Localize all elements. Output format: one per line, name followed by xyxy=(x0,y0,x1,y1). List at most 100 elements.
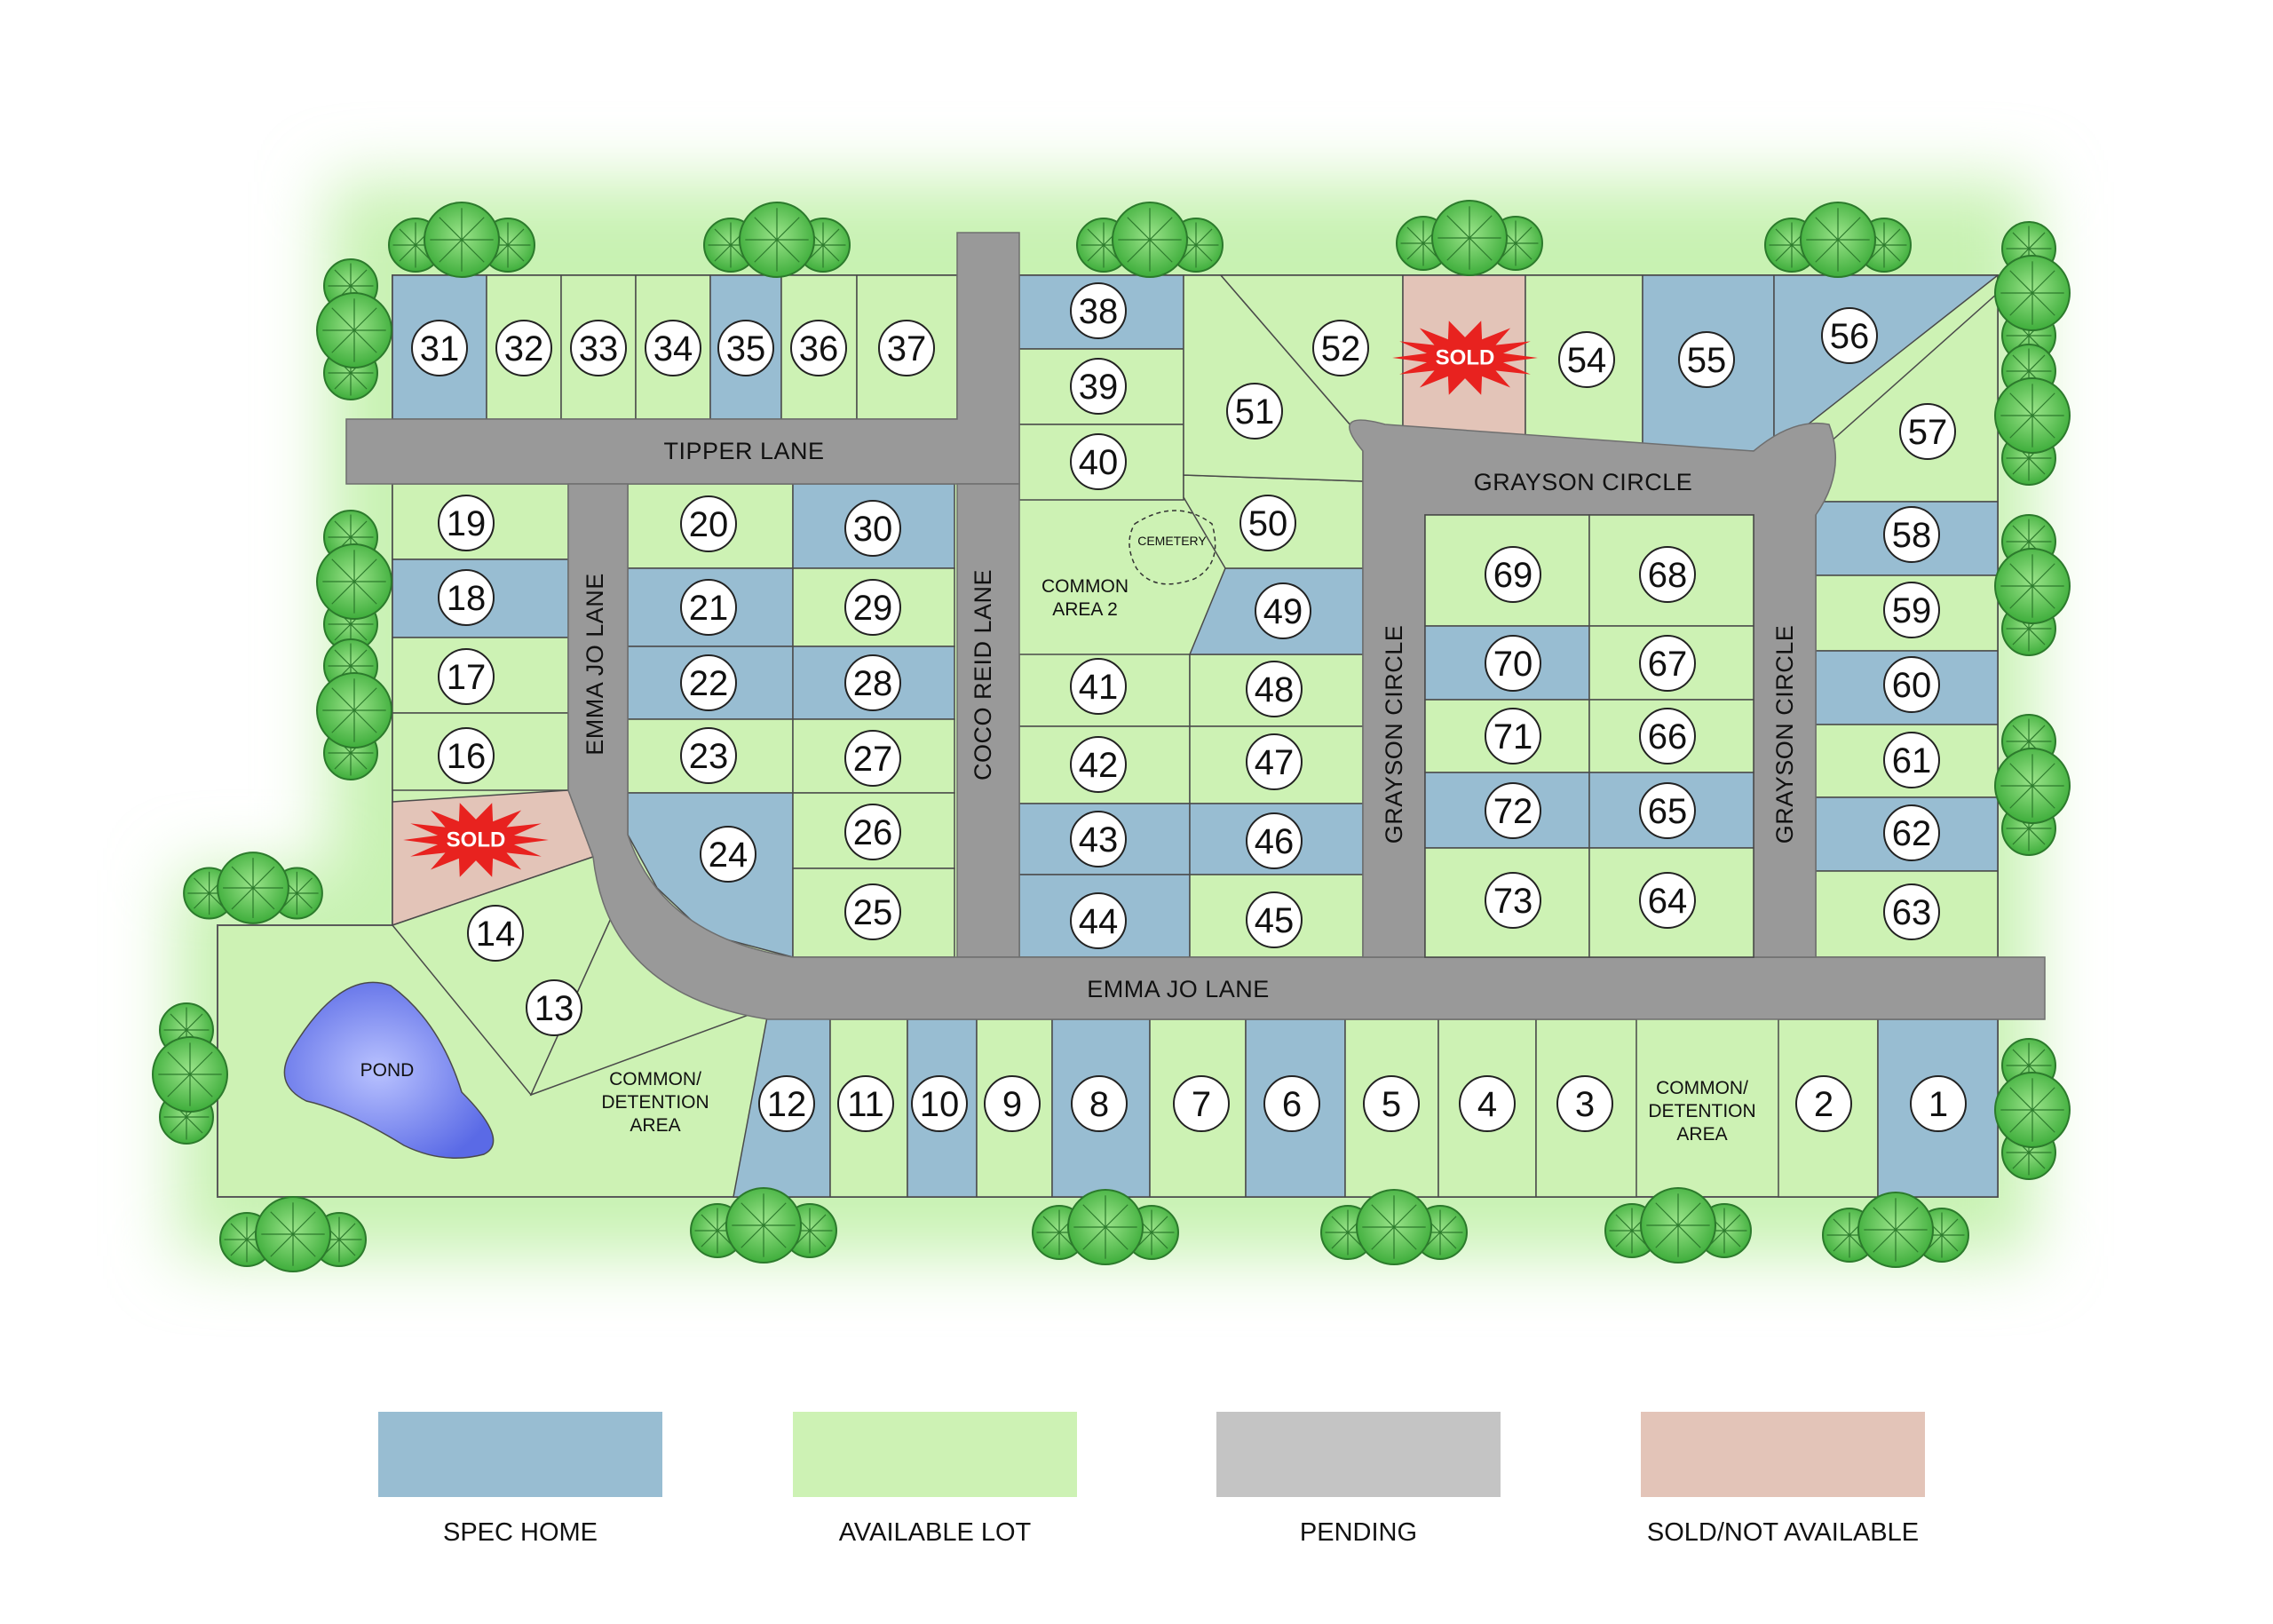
lot-39-number: 39 xyxy=(1079,368,1119,407)
lot-18-number: 18 xyxy=(447,579,487,618)
lot-51-number: 51 xyxy=(1235,392,1275,432)
tree-icon xyxy=(255,1196,331,1272)
lot-31-marker xyxy=(411,320,468,376)
lot-30-marker xyxy=(844,500,901,557)
street-label-emma-jo-lane: EMMA JO LANE xyxy=(1087,976,1270,1002)
legend-label-available-lot: AVAILABLE LOT xyxy=(838,1518,1032,1547)
lot-42-marker xyxy=(1070,736,1127,793)
street-label-grayson-circle-right: GRAYSON CIRCLE xyxy=(1771,625,1798,844)
lot-55-marker xyxy=(1678,331,1735,388)
lot-32-number: 32 xyxy=(504,329,544,368)
lot-45-marker xyxy=(1246,891,1303,948)
lot-22-number: 22 xyxy=(689,664,729,703)
lot-70-number: 70 xyxy=(1493,645,1533,684)
lot-48-marker xyxy=(1246,661,1303,717)
lot-19-marker xyxy=(438,495,495,551)
legend-label-spec-home: SPEC HOME xyxy=(442,1518,598,1547)
lot-54-marker xyxy=(1558,331,1615,388)
legend-swatch-pending xyxy=(1216,1412,1501,1497)
lot-58-number: 58 xyxy=(1892,516,1932,555)
legend-spec-home: SPEC HOME xyxy=(378,1412,662,1548)
tree-icon xyxy=(1994,377,2071,454)
lot-9-marker xyxy=(984,1075,1041,1132)
legend-swatch-sold xyxy=(1641,1412,1925,1497)
tree-icon xyxy=(1431,200,1508,276)
lot-61-marker xyxy=(1883,732,1940,788)
label-detention-area-left-line-2: DETENTION xyxy=(601,1092,709,1113)
lot-27-marker xyxy=(844,730,901,787)
lot-10-number: 10 xyxy=(920,1085,960,1124)
lot-56-number: 56 xyxy=(1830,317,1870,356)
lot-68-marker xyxy=(1639,546,1696,603)
lot-41-marker xyxy=(1070,658,1127,715)
lot-6-number: 6 xyxy=(1282,1085,1302,1124)
lot-16-marker xyxy=(438,727,495,784)
lot-12-number: 12 xyxy=(767,1085,807,1124)
lot-9-number: 9 xyxy=(1002,1085,1022,1124)
legend-swatch-spec-home xyxy=(378,1412,662,1497)
lot-10-marker xyxy=(911,1075,968,1132)
label-detention-area-right-line-2: DETENTION xyxy=(1648,1101,1755,1121)
tree-icon xyxy=(1800,202,1876,278)
tree-icon xyxy=(1994,748,2071,824)
lot-64-number: 64 xyxy=(1648,882,1688,921)
street-label-grayson-circle-left: GRAYSON CIRCLE xyxy=(1381,625,1407,844)
lot-37-number: 37 xyxy=(887,329,927,368)
pond xyxy=(283,981,495,1159)
lot-51-marker xyxy=(1226,383,1283,440)
lot-6-marker xyxy=(1263,1075,1320,1132)
tree-icon xyxy=(1067,1189,1144,1265)
lot-7-marker xyxy=(1173,1075,1230,1132)
lot-12-marker xyxy=(758,1075,815,1132)
legend-swatch-available-lot xyxy=(793,1412,1077,1497)
lot-3-number: 3 xyxy=(1575,1085,1595,1124)
lot-3-marker xyxy=(1556,1075,1613,1132)
lot-49-number: 49 xyxy=(1263,592,1303,631)
tree-icon xyxy=(316,543,392,620)
lot-13-marker xyxy=(526,979,582,1036)
lot-46-marker xyxy=(1246,812,1303,869)
lot-41-number: 41 xyxy=(1079,668,1119,707)
lot-29-number: 29 xyxy=(853,589,893,628)
lot-29-marker xyxy=(844,579,901,636)
street-label-coco-reid-lane: COCO REID LANE xyxy=(970,569,996,780)
label-common-area-2-line-2: AREA 2 xyxy=(1052,599,1118,620)
tree-icon xyxy=(1640,1187,1716,1264)
label-detention-area-left-line-3: AREA xyxy=(630,1115,680,1136)
lot-18-marker xyxy=(438,569,495,626)
label-detention-area-right-line-1: COMMON/ xyxy=(1656,1078,1748,1098)
lot-61-number: 61 xyxy=(1892,741,1932,780)
lot-26-marker xyxy=(844,804,901,860)
tree-icon xyxy=(1857,1192,1934,1268)
lot-46-number: 46 xyxy=(1255,822,1295,861)
legend-label-pending: PENDING xyxy=(1299,1518,1418,1547)
lot-8-number: 8 xyxy=(1089,1085,1109,1124)
lot-28-number: 28 xyxy=(853,664,893,703)
lot-71-number: 71 xyxy=(1493,717,1533,757)
tree-icon xyxy=(1994,548,2071,624)
lot-39-marker xyxy=(1070,358,1127,415)
lot-68-number: 68 xyxy=(1648,556,1688,595)
lot-65-marker xyxy=(1639,782,1696,839)
lot-66-number: 66 xyxy=(1648,717,1688,757)
lot-14-number: 14 xyxy=(476,915,516,954)
lot-37-marker xyxy=(878,320,935,376)
lot-62-number: 62 xyxy=(1892,814,1932,853)
lot-25-number: 25 xyxy=(853,893,893,932)
tree-icon xyxy=(1994,1072,2071,1148)
lot-24-number: 24 xyxy=(709,836,748,875)
lot-26-number: 26 xyxy=(853,813,893,852)
lot-32-marker xyxy=(495,320,552,376)
lot-72-number: 72 xyxy=(1493,792,1533,831)
lot-70-marker xyxy=(1485,635,1541,692)
lot-16-number: 16 xyxy=(447,737,487,776)
lot-24-marker xyxy=(700,826,756,883)
lot-57-marker xyxy=(1899,403,1956,460)
lot-42-number: 42 xyxy=(1079,746,1119,785)
road-emma-jo-lane xyxy=(567,483,2046,1020)
lot-55-number: 55 xyxy=(1687,341,1727,380)
sold-badge-lot-15 xyxy=(403,803,549,877)
label-detention-area-left-line-1: COMMON/ xyxy=(609,1069,701,1089)
lot-35-marker xyxy=(717,320,774,376)
tree-icon xyxy=(739,202,815,278)
